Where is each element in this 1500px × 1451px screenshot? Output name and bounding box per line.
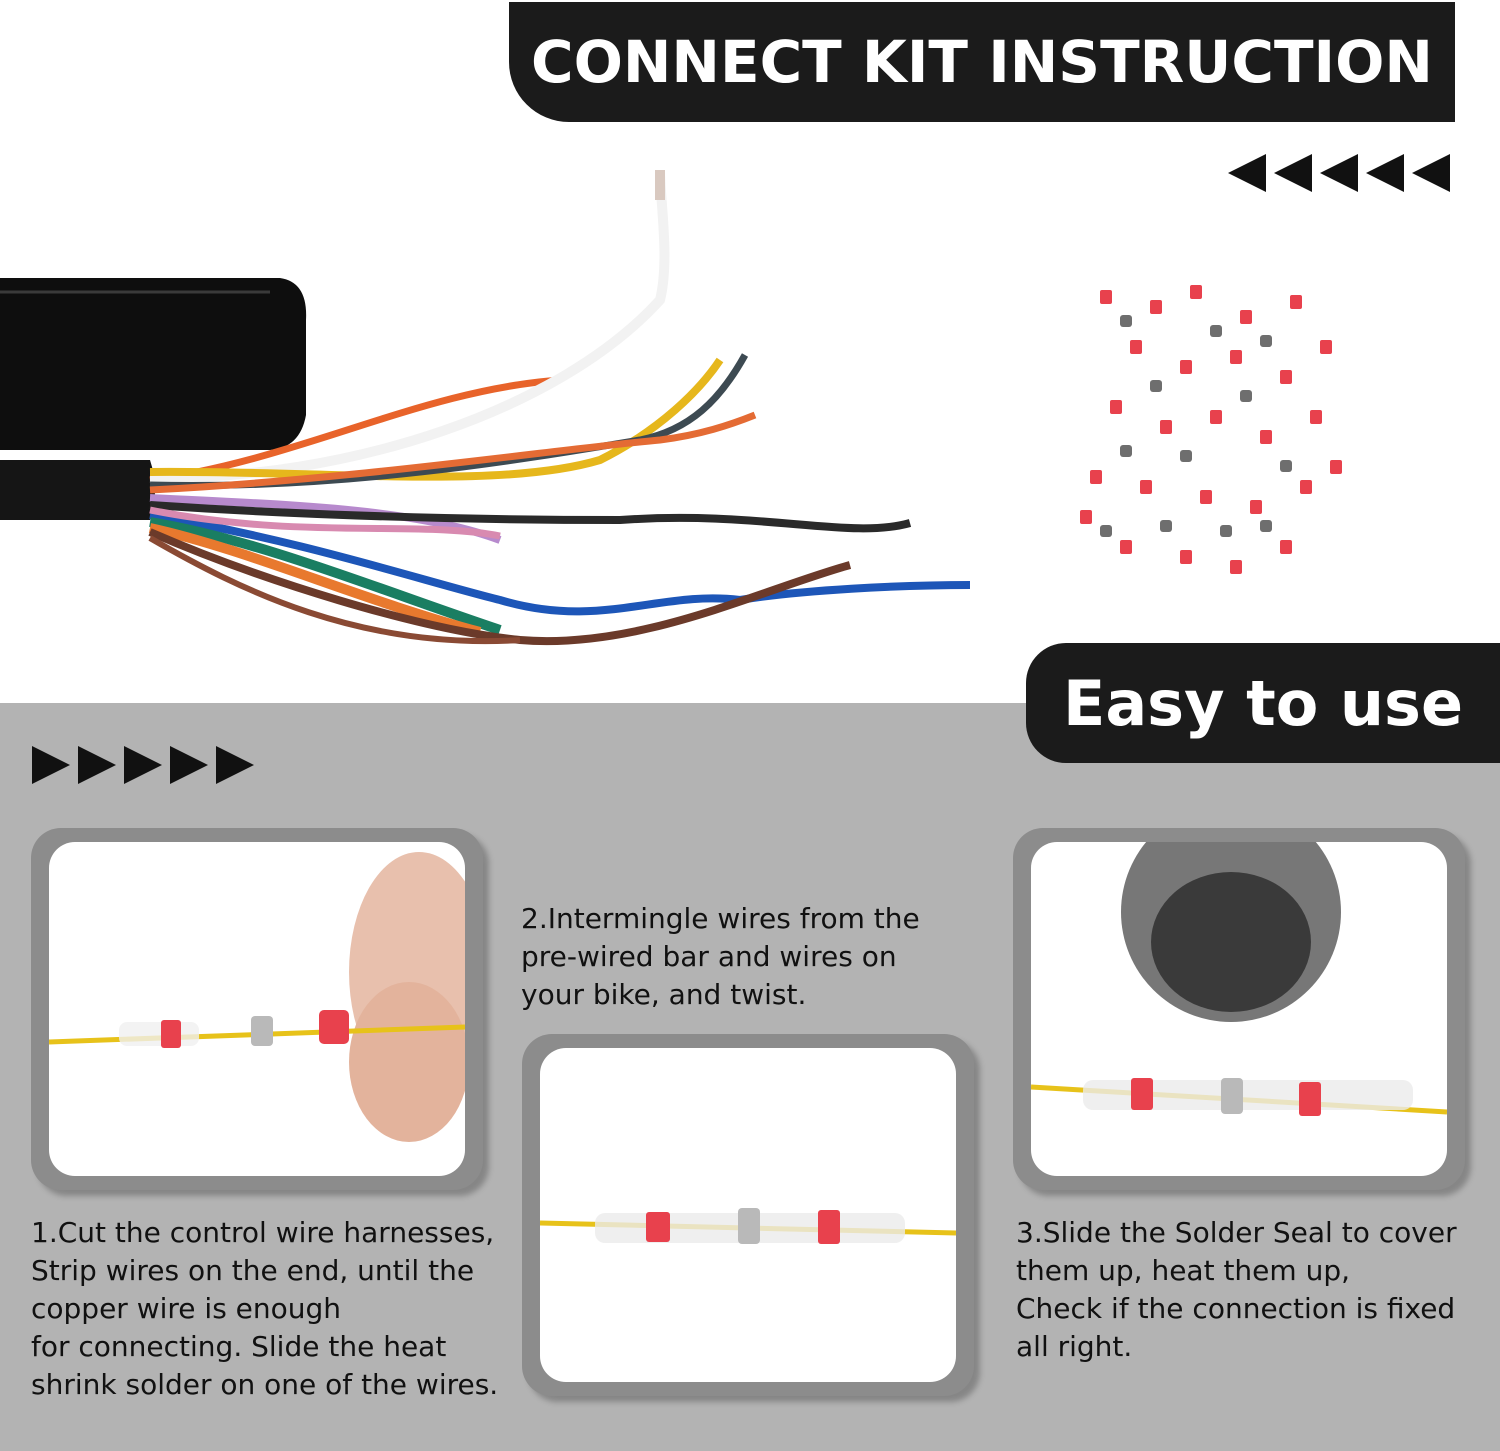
title-banner: CONNECT KIT INSTRUCTION: [509, 2, 1455, 122]
step-2-wire-image: [540, 1208, 956, 1244]
step-1-wire-image: [49, 852, 465, 1142]
step-2-text: 2.Intermingle wires from the pre-wired b…: [521, 902, 920, 1011]
step-3-photo: [1013, 828, 1465, 1190]
step-3-wire-image: [1031, 842, 1447, 1116]
left-arrows-icon: [1228, 154, 1450, 192]
step-3-text: 3.Slide the Solder Seal to cover them up…: [1016, 1216, 1457, 1363]
step-1-text: 1.Cut the control wire harnesses, Strip …: [31, 1216, 499, 1401]
page-title: CONNECT KIT INSTRUCTION: [531, 28, 1433, 96]
wire-harness-image: [0, 169, 971, 646]
right-arrows-icon: [32, 746, 254, 784]
easy-to-use-banner: Easy to use: [1026, 643, 1500, 763]
solder-connectors-image: [1080, 285, 1342, 574]
easy-to-use-label: Easy to use: [1062, 666, 1463, 740]
step-2-photo: [522, 1034, 974, 1396]
step-1-photo: [31, 828, 483, 1190]
